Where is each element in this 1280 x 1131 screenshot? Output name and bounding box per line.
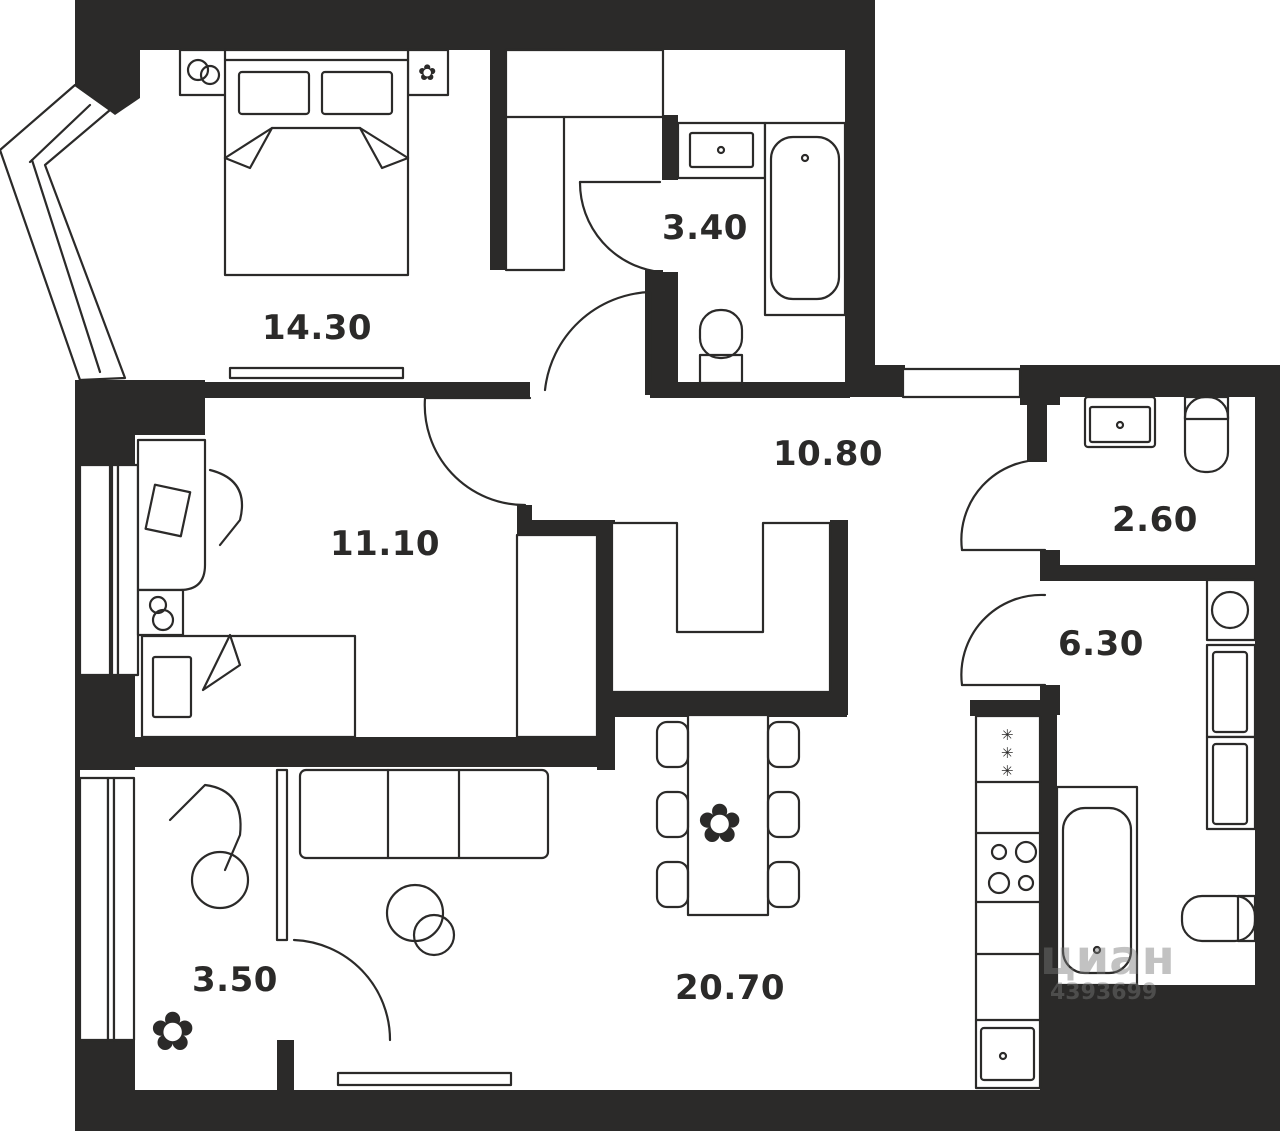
u-wardrobe xyxy=(610,521,832,694)
room-area-bedroom: 14.30 xyxy=(262,308,373,348)
svg-text:✳: ✳ xyxy=(1001,763,1014,780)
watermark-id: 4393699 xyxy=(1050,980,1158,1005)
room-area-hallway: 10.80 xyxy=(773,434,884,474)
kids-room-furniture xyxy=(136,438,599,739)
living-furniture: ✿ ✿ xyxy=(150,713,801,1087)
room-area-living-kitchen: 20.70 xyxy=(675,968,786,1008)
room-area-kids-room: 11.10 xyxy=(330,524,441,564)
flower-icon: ✿ xyxy=(150,1002,195,1062)
bathroom-1-fixtures xyxy=(676,121,847,385)
room-area-balcony: 3.50 xyxy=(192,960,278,1000)
watermark-brand: циан xyxy=(1040,930,1175,986)
svg-text:✳: ✳ xyxy=(1001,745,1014,762)
flower-icon: ✿ xyxy=(418,60,436,85)
windows xyxy=(0,83,1022,1042)
kitchen-fixtures: ✳ ✳ ✳ xyxy=(974,714,1042,1090)
room-area-toilet: 2.60 xyxy=(1112,500,1198,540)
svg-text:✳: ✳ xyxy=(1001,727,1014,744)
wardrobe-bedroom xyxy=(504,48,665,272)
doors xyxy=(292,180,1047,1042)
toilet-fixtures xyxy=(1083,395,1230,474)
walls xyxy=(75,0,1280,1131)
room-area-bathroom-1: 3.40 xyxy=(662,208,748,248)
room-area-bathroom-2: 6.30 xyxy=(1058,624,1144,664)
bathroom-2-fixtures xyxy=(1055,578,1257,987)
bedroom-furniture: ✿ xyxy=(178,48,450,380)
flower-icon: ✿ xyxy=(697,794,742,854)
